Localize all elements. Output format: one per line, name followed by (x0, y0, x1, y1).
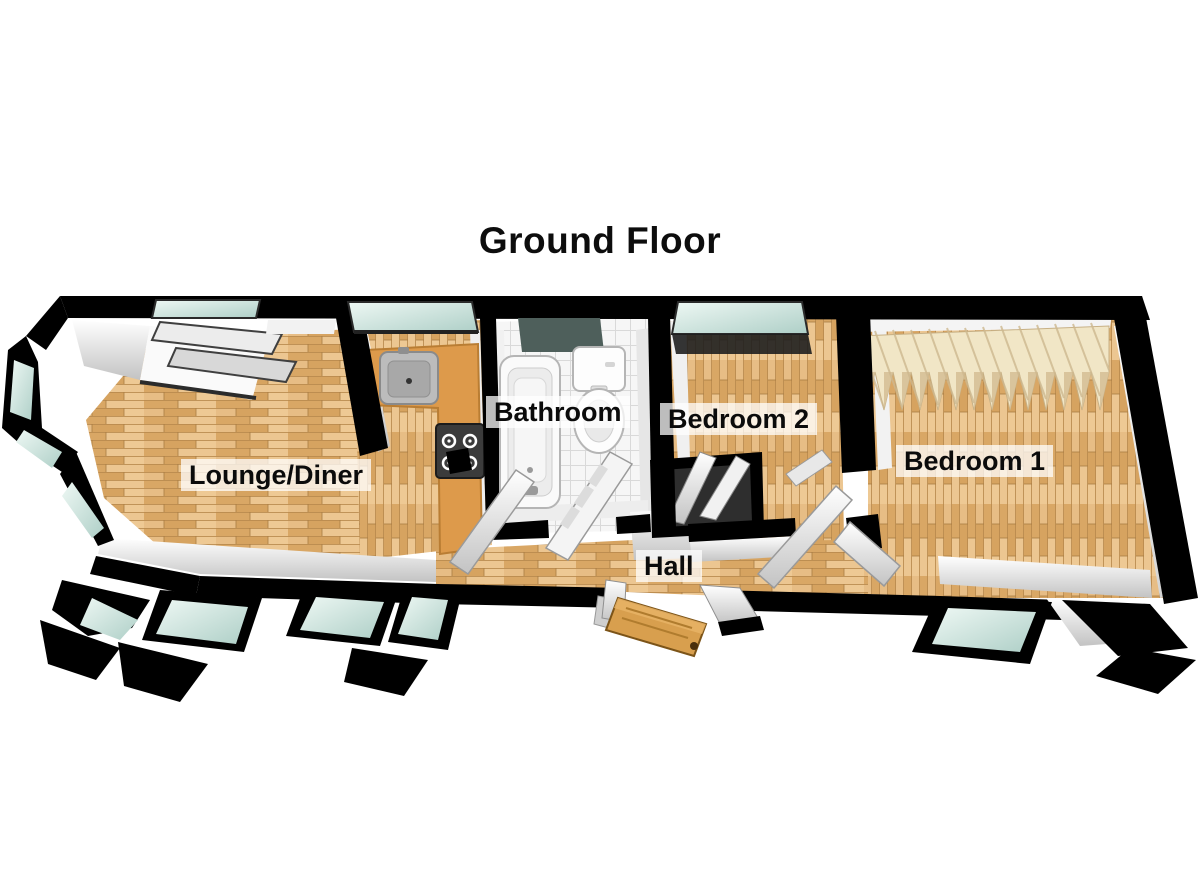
bedroom1-south-wall-face (938, 556, 1152, 598)
room-label-bedroom-1: Bedroom 1 (896, 445, 1054, 478)
hall-bottom-window-glass (398, 597, 448, 640)
kitchen-top-window (346, 301, 480, 333)
bay-window-glass-upper (10, 360, 34, 420)
bedroom1-bottom-window-glass (932, 608, 1036, 652)
bedroom2-south-wall (688, 518, 796, 542)
bathroom-door-jamb (446, 448, 472, 474)
bathtub-drain (527, 467, 533, 473)
bedroom-divider-wall (836, 312, 876, 473)
bedroom2-door-leaf (785, 449, 833, 487)
interior-doors (448, 449, 902, 590)
walls (2, 296, 1198, 620)
room-label-bathroom: Bathroom (486, 396, 630, 429)
room-label-hall: Hall (636, 550, 702, 583)
frame-accent (344, 648, 428, 696)
bedroom2-window-sill (672, 334, 812, 354)
closet-bifold-door (667, 451, 717, 525)
wardrobe-rail (139, 380, 257, 400)
front-door-panel-lines (621, 607, 693, 639)
lounge-bottom-wall-face (98, 538, 436, 582)
lounge-top-window (150, 299, 262, 319)
room-label-lounge-diner: Lounge/Diner (181, 459, 371, 492)
corner-frame-accent (1062, 600, 1188, 656)
bottom-wall-lounge-left (90, 556, 200, 596)
front-door-knob (690, 642, 698, 650)
room-label-bedroom-2: Bedroom 2 (660, 403, 818, 436)
bathroom-door (544, 451, 634, 561)
left-wall-window-glass (62, 482, 104, 538)
bay-window-glass-lower (16, 430, 62, 468)
lounge-top-wall-face (266, 320, 336, 334)
bedroom2-closet (650, 451, 764, 538)
bedroom2-top-window (670, 301, 810, 335)
corner-window-glass (80, 598, 138, 640)
closet-bifold-door (699, 455, 751, 521)
bathroom-south-wall-left (490, 520, 549, 540)
lounge-bottom-window-glass (300, 597, 384, 638)
page-title: Ground Floor (478, 220, 722, 261)
sink-tap (398, 347, 409, 354)
bathtub-basin (513, 377, 547, 483)
cistern-button (605, 362, 615, 367)
bathroom-top-window (518, 318, 604, 352)
top-wall (60, 296, 1150, 320)
bottom-wall-hall-right (714, 590, 940, 616)
bottom-wall-hall-left (438, 584, 624, 608)
windows (10, 299, 812, 538)
exterior-windows (40, 580, 1196, 702)
frame-accent (118, 642, 208, 702)
bathroom-south-wall-right (616, 514, 651, 534)
wardrobe-sliding-panel (150, 320, 284, 356)
left-lower-wall (60, 452, 114, 546)
sink-drain (406, 378, 412, 384)
bedroom2-door (756, 484, 854, 590)
front-door-assembly (593, 579, 764, 658)
toilet-cistern (572, 346, 626, 392)
lounge-hall-door (448, 468, 536, 576)
wardrobe-sliding-panel (166, 346, 298, 384)
lounge-topleft-wall-face (72, 320, 150, 380)
kitchen-partition-wall (336, 318, 388, 456)
front-door-jamb-shadow (718, 616, 764, 636)
corner-frame-accent (40, 620, 120, 680)
lounge-floor (86, 328, 362, 562)
bedroom2-south-wall-face (690, 536, 798, 562)
right-wall (1114, 296, 1198, 604)
wardrobe-pleat-shading (866, 372, 1109, 410)
lounge-bottom-window-glass (156, 600, 248, 644)
corner-frame-accent (1096, 648, 1196, 694)
bathroom-door-panels (560, 464, 608, 529)
bedroom1-door (832, 520, 902, 588)
left-upper-wall (26, 296, 68, 350)
